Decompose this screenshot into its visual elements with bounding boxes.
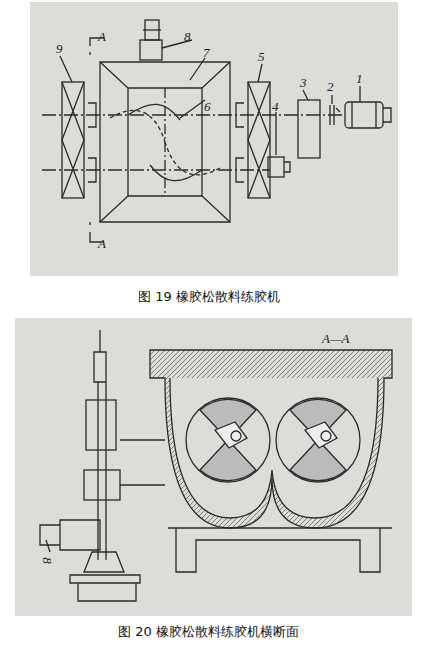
section-mark: A	[98, 30, 106, 43]
callout-number: 1	[356, 72, 363, 85]
callout-number: 8	[41, 557, 54, 564]
callout-number: 4	[272, 100, 279, 113]
callout-number: 2	[327, 80, 334, 93]
section-title: A—A	[322, 332, 349, 345]
callout-number: 7	[203, 46, 210, 59]
section-mark: A	[98, 237, 106, 250]
callout-number: 3	[300, 76, 307, 89]
callout-number: 8	[184, 30, 191, 43]
figure-caption: 图 19 橡胶松散料练胶机	[138, 290, 280, 303]
callout-number: 9	[56, 42, 63, 55]
callout-number: 5	[258, 50, 265, 63]
callout-number: 6	[204, 100, 211, 113]
figure-caption: 图 20 橡胶松散料练胶机横断面	[118, 625, 299, 638]
